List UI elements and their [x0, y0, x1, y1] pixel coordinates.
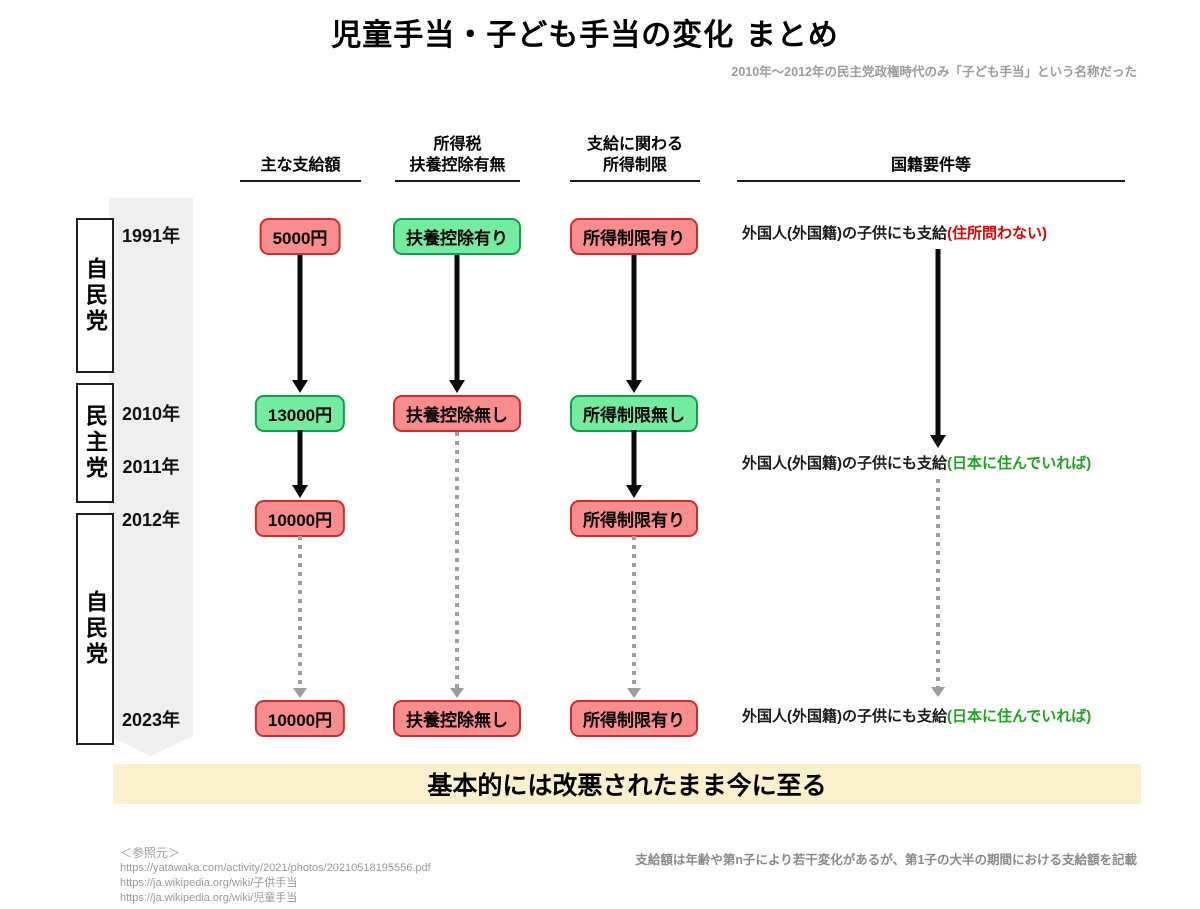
- year-1991: 1991年: [121, 226, 181, 246]
- badge-limit-2012: 所得制限有り: [570, 500, 698, 537]
- badge-limit-2023: 所得制限有り: [570, 700, 698, 737]
- column-header-limit: 支給に関わる 所得制限: [570, 134, 700, 182]
- year-2023: 2023年: [121, 710, 181, 730]
- party-label: 自民党: [83, 256, 108, 335]
- column-header-limit-line2: 所得制限: [602, 157, 667, 174]
- note-2023: 外国人(外国籍)の子供にも支給(日本に住んでいれば): [742, 705, 1152, 726]
- arrow-nationality-1991-2011-icon: [930, 249, 946, 448]
- arrow-limit-2010-2012-icon: [626, 430, 642, 498]
- badge-limit-1991: 所得制限有り: [570, 218, 698, 255]
- badge-limit-2010: 所得制限無し: [570, 395, 698, 432]
- column-header-deduction-line1: 所得税: [433, 136, 482, 153]
- badge-amount-1991: 5000円: [259, 218, 341, 255]
- conclusion-banner: 基本的には改悪されたまま今に至る: [113, 764, 1141, 804]
- sources-block: ＜参照元＞ https://yatawaka.com/activity/2021…: [120, 846, 431, 906]
- source-url-1: https://yatawaka.com/activity/2021/photo…: [120, 862, 431, 874]
- note-2011-base: 外国人(外国籍)の子供にも支給: [742, 455, 947, 472]
- arrow-limit-1991-2010-icon: [626, 255, 642, 393]
- column-header-amount: 主な支給額: [240, 155, 361, 182]
- badge-amount-2012: 10000円: [254, 500, 346, 537]
- party-box-dpj: 民主党: [76, 383, 114, 503]
- note-2023-base: 外国人(外国籍)の子供にも支給: [742, 708, 947, 725]
- column-header-deduction-line2: 扶養控除有無: [409, 157, 506, 174]
- timeline-band: [109, 198, 193, 756]
- party-label: 自民党: [83, 590, 108, 668]
- year-2011: 2011年: [122, 457, 180, 477]
- arrow-limit-2012-2023-icon: [626, 536, 642, 698]
- party-label: 民主党: [83, 404, 108, 482]
- party-box-ldp-2: 自民党: [76, 513, 114, 745]
- source-url-2: https://ja.wikipedia.org/wiki/子供手当: [120, 877, 298, 889]
- sources-label: ＜参照元＞: [120, 846, 181, 860]
- year-2012: 2012年: [121, 510, 181, 530]
- year-2010: 2010年: [121, 404, 181, 424]
- amount-footnote: 支給額は年齢や第n子により若干変化があるが、第1子の大半の期間における支給額を記…: [635, 853, 1137, 867]
- badge-deduction-2010: 扶養控除無し: [393, 395, 521, 432]
- arrow-amount-2010-2012-icon: [292, 430, 308, 498]
- party-box-ldp-1: 自民党: [76, 218, 114, 373]
- note-1991-base: 外国人(外国籍)の子供にも支給: [742, 225, 947, 242]
- arrow-amount-2012-2023-icon: [292, 536, 308, 698]
- page-subtitle: 2010年～2012年の民主党政権時代のみ「子ども手当」という名称だった: [731, 65, 1137, 79]
- arrow-deduction-1991-2010-icon: [449, 255, 465, 393]
- column-header-limit-line1: 支給に関わる: [586, 136, 683, 153]
- note-2023-highlight: (日本に住んでいれば): [947, 708, 1092, 725]
- source-url-3: https://ja.wikipedia.org/wiki/児童手当: [120, 892, 298, 904]
- page-title: 児童手当・子ども手当の変化 まとめ: [331, 18, 839, 53]
- arrow-amount-1991-2010-icon: [292, 255, 308, 393]
- note-2011-highlight: (日本に住んでいれば): [947, 455, 1092, 472]
- column-header-nationality: 国籍要件等: [737, 155, 1125, 182]
- badge-amount-2023: 10000円: [254, 700, 346, 737]
- badge-amount-2010: 13000円: [254, 395, 346, 432]
- note-2011: 外国人(外国籍)の子供にも支給(日本に住んでいれば): [742, 452, 1152, 473]
- note-1991-highlight: (住所問わない): [947, 225, 1047, 242]
- badge-deduction-1991: 扶養控除有り: [393, 218, 521, 255]
- conclusion-banner-text: 基本的には改悪されたまま今に至る: [427, 772, 827, 800]
- note-1991: 外国人(外国籍)の子供にも支給(住所問わない): [742, 222, 1152, 243]
- badge-deduction-2023: 扶養控除無し: [393, 700, 521, 737]
- arrow-deduction-2010-2023-icon: [449, 432, 465, 698]
- arrow-nationality-2011-2023-icon: [930, 479, 946, 697]
- column-header-nationality-label: 国籍要件等: [890, 157, 971, 174]
- column-header-deduction: 所得税 扶養控除有無: [395, 134, 520, 182]
- column-header-amount-label: 主な支給額: [260, 157, 341, 174]
